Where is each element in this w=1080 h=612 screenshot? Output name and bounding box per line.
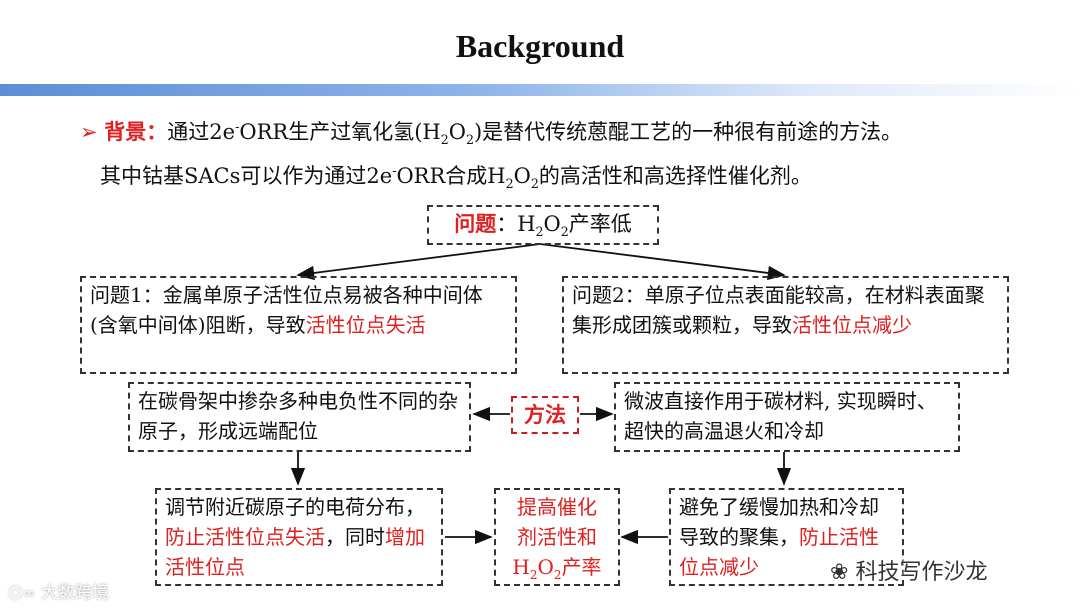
result-left-highlight-2: 增加活性位点 (165, 525, 425, 579)
main-problem-sub2: 2 (560, 224, 569, 240)
l2-sub2: 2 (530, 176, 539, 192)
bg-text-pre: 通过2e (167, 120, 236, 144)
bg-o: O (448, 120, 466, 144)
problem-2-box: 问题2：单原子位点表面能较高，在材料表面聚集形成团簇或颗粒，导致活性位点减少 (562, 276, 1009, 374)
problem-1-text: 问题1：金属单原子活性位点易被各种中间体(含氧中间体)阻断，导致 (90, 283, 483, 337)
result-left-highlight-1: 防止活性位点失活 (165, 525, 325, 549)
main-problem-rest: 产率低 (568, 212, 632, 236)
method-left-text: 在碳骨架中掺杂多种电负性不同的杂原子，形成远端配位 (138, 389, 458, 443)
method-left-box: 在碳骨架中掺杂多种电负性不同的杂原子，形成远端配位 (128, 382, 471, 452)
result-right-text: 避免了缓慢加热和冷却导致的聚集， (679, 495, 879, 549)
result-center-line-3: H2O2产率 (504, 552, 610, 590)
bg-sub1: 2 (440, 132, 449, 148)
watermark-right: ❀ 科技写作沙龙 (830, 554, 987, 586)
bg-sub2: 2 (465, 132, 474, 148)
main-problem-o: O (543, 212, 561, 236)
method-right-box: 微波直接作用于碳材料, 实现瞬时、超快的高温退火和冷却 (614, 382, 960, 452)
arrow-bullet-icon: ➢ (80, 120, 98, 144)
result-left-box: 调节附近碳原子的电荷分布， 防止活性位点失活，同时增加活性位点 (155, 488, 443, 586)
result-left-text-1: 调节附近碳原子的电荷分布， (165, 495, 425, 519)
problem-2-highlight: 活性位点减少 (792, 313, 912, 337)
problem-2-text: 问题2：单原子位点表面能较高，在材料表面聚集形成团簇或颗粒，导致 (572, 283, 985, 337)
result-center-box: 提高催化 剂活性和 H2O2产率 (494, 488, 620, 586)
background-line-2: 其中钴基SACs可以作为通过2e-ORR合成H2O2的高活性和高选择性催化剂。 (100, 160, 812, 191)
rc-h: H (512, 555, 530, 579)
l2-mid: ORR合成H (396, 164, 506, 188)
wechat-logo-icon: ❀ (830, 560, 849, 585)
watermark-right-text: 科技写作沙龙 (855, 560, 988, 585)
l2-sup: - (392, 163, 397, 178)
l2-o: O (513, 164, 531, 188)
result-center-line-1: 提高催化 (517, 495, 597, 519)
result-right-highlight: 防止活性位点减少 (679, 525, 879, 579)
watermark-logo-icon: ⦿∞ (8, 584, 36, 602)
l2-post: 的高活性和高选择性催化剂。 (538, 164, 812, 188)
bg-text-mid: ORR生产过氧化氢(H (239, 120, 441, 144)
bg-sup: - (235, 119, 240, 134)
main-problem-box: 问题：H2O2产率低 (427, 205, 659, 245)
result-right-box: 避免了缓慢加热和冷却导致的聚集，防止活性位点减少 (669, 488, 904, 586)
arrow-main-to-p1 (296, 243, 541, 281)
main-problem-label: 问题 (454, 211, 497, 236)
title-gradient-band (0, 84, 1080, 96)
problem-1-highlight: 活性位点失活 (305, 313, 426, 337)
watermark-left: ⦿∞ 大数跨境 (8, 578, 109, 603)
method-right-text: 微波直接作用于碳材料, 实现瞬时、超快的高温退火和冷却 (624, 389, 937, 443)
rc-rest: 产率 (561, 555, 602, 579)
method-label: 方法 (524, 402, 566, 427)
main-problem-h: H (517, 212, 536, 236)
page-title: Background (455, 28, 625, 64)
main-problem-sub1: 2 (535, 224, 544, 240)
l2-sub1: 2 (505, 176, 514, 192)
method-label-box: 方法 (511, 396, 579, 434)
watermark-left-text: 大数跨境 (40, 583, 109, 603)
result-center-line-2: 剂活性和 (517, 525, 597, 549)
arrow-main-to-p2 (539, 243, 786, 281)
rc-sub2: 2 (553, 568, 562, 582)
main-problem-colon: ： (496, 212, 518, 236)
l2-pre: 其中钴基SACs可以作为通过2e (100, 164, 393, 188)
result-left-text-2: ，同时 (325, 525, 385, 549)
background-label: 背景： (104, 119, 168, 144)
problem-1-box: 问题1：金属单原子活性位点易被各种中间体(含氧中间体)阻断，导致活性位点失活 (80, 276, 517, 374)
rc-sub1: 2 (529, 568, 538, 582)
bg-text-post: )是替代传统蒽醌工艺的一种很有前途的方法。 (473, 120, 903, 144)
rc-o: O (537, 555, 554, 579)
background-line-1: ➢ 背景：通过2e-ORR生产过氧化氢(H2O2)是替代传统蒽醌工艺的一种很有前… (80, 116, 902, 147)
